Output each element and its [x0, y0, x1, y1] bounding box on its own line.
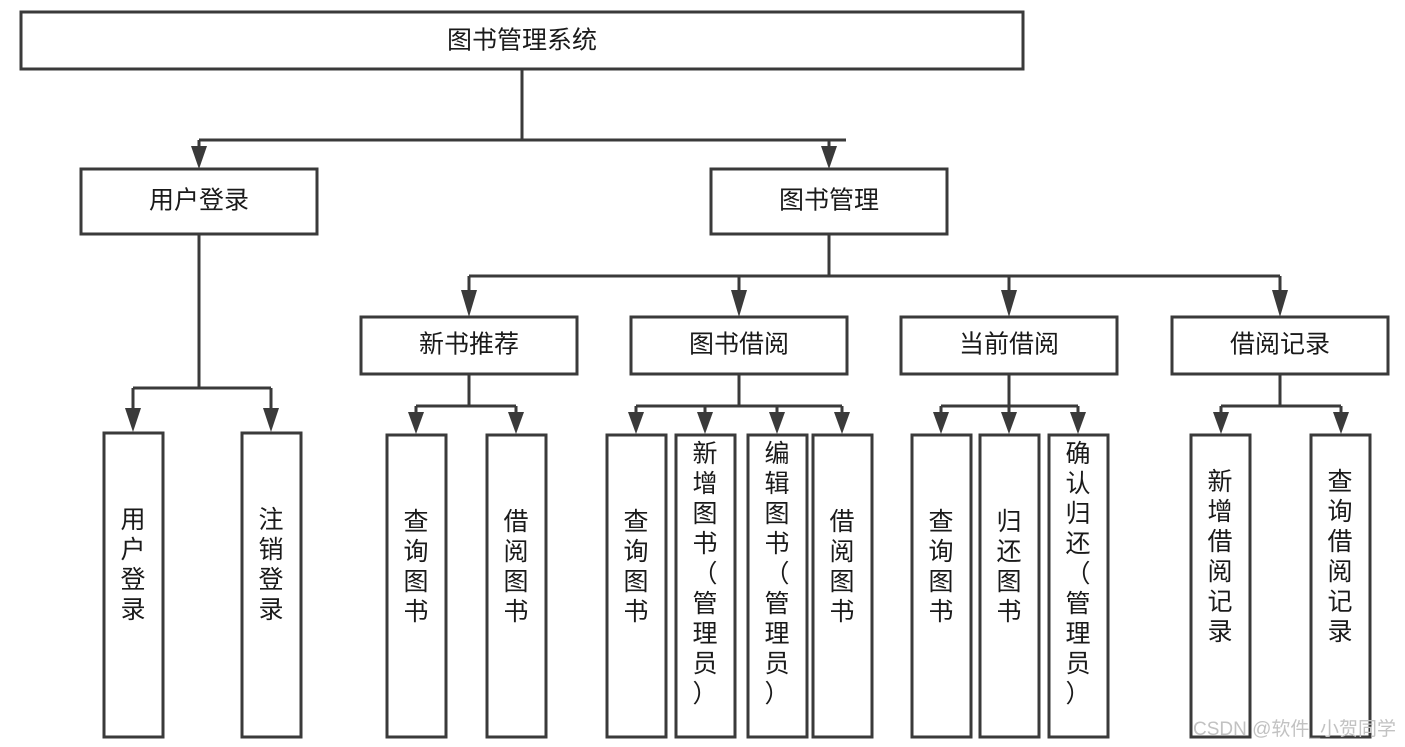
node-label: 借阅记录 — [1230, 331, 1330, 359]
node-leaf-return-book[interactable]: 归还图书 — [978, 433, 1041, 739]
arrow-head-icon — [1333, 412, 1349, 434]
connector-root-to-level2 — [191, 69, 846, 169]
node-book-borrow[interactable]: 图书借阅 — [629, 315, 849, 376]
arrow-head-icon — [1001, 412, 1017, 434]
node-label: 图书借阅 — [689, 331, 789, 359]
node-label: 新书推荐 — [419, 331, 519, 359]
connector-userlogin-to-leaves — [125, 234, 279, 432]
node-current-borrow[interactable]: 当前借阅 — [899, 315, 1119, 376]
connector-newbook-to-leaves — [408, 374, 524, 434]
arrow-head-icon — [1070, 412, 1086, 434]
node-label: 归还图书 — [996, 508, 1021, 626]
arrow-head-icon — [263, 408, 279, 432]
node-label: 图书管理系统 — [447, 27, 597, 55]
arrow-head-icon — [769, 412, 785, 434]
arrow-head-icon — [821, 146, 837, 169]
arrow-head-icon — [628, 412, 644, 434]
node-label: 注销登录 — [258, 506, 283, 624]
arrow-head-icon — [1272, 290, 1288, 317]
node-label: 查询图书 — [623, 508, 648, 626]
node-book-management[interactable]: 图书管理 — [709, 167, 949, 236]
node-leaf-query-book-3[interactable]: 查询图书 — [910, 433, 973, 739]
node-leaf-borrow-book-1[interactable]: 借阅图书 — [485, 433, 548, 739]
node-user-login[interactable]: 用户登录 — [79, 167, 319, 236]
node-leaf-query-record[interactable]: 查询借阅记录 — [1309, 433, 1372, 739]
node-leaf-query-book-1[interactable]: 查询图书 — [385, 433, 448, 739]
arrow-head-icon — [508, 412, 524, 434]
node-label: 用户登录 — [149, 187, 249, 215]
arrow-head-icon — [191, 146, 207, 169]
node-leaf-add-book[interactable]: 新增图书（管理员） — [674, 433, 737, 739]
connector-currentborrow-to-leaves — [933, 374, 1086, 434]
arrow-head-icon — [933, 412, 949, 434]
arrow-head-icon — [697, 412, 713, 434]
node-leaf-edit-book[interactable]: 编辑图书（管理员） — [746, 433, 809, 739]
node-label: 图书管理 — [779, 187, 879, 215]
connector-bookborrow-to-leaves — [628, 374, 850, 434]
node-label: 编辑图书（管理员） — [764, 440, 789, 708]
node-label: 查询图书 — [403, 508, 428, 626]
node-label: 借阅图书 — [829, 508, 854, 626]
arrow-head-icon — [1213, 412, 1229, 434]
arrow-head-icon — [461, 290, 477, 317]
node-new-book-recommend[interactable]: 新书推荐 — [359, 315, 579, 376]
node-label: 借阅图书 — [503, 508, 528, 626]
arrow-head-icon — [408, 412, 424, 434]
node-label: 新增借阅记录 — [1207, 468, 1232, 646]
connector-bookmgmt-to-level3 — [461, 234, 1288, 317]
arrow-head-icon — [834, 412, 850, 434]
node-label: 当前借阅 — [959, 331, 1059, 359]
node-label: 确认归还（管理员） — [1065, 440, 1090, 708]
node-borrow-record[interactable]: 借阅记录 — [1170, 315, 1390, 376]
node-leaf-add-record[interactable]: 新增借阅记录 — [1189, 433, 1252, 739]
arrow-head-icon — [731, 290, 747, 317]
node-leaf-query-book-2[interactable]: 查询图书 — [605, 433, 668, 739]
node-root-book-management-system[interactable]: 图书管理系统 — [19, 10, 1025, 71]
node-label: 查询借阅记录 — [1327, 468, 1352, 646]
arrow-head-icon — [1001, 290, 1017, 317]
node-leaf-logout[interactable]: 注销登录 — [240, 431, 303, 739]
connector-borrowrecord-to-leaves — [1213, 374, 1349, 434]
node-leaf-confirm-return[interactable]: 确认归还（管理员） — [1047, 433, 1110, 739]
node-label: 查询图书 — [928, 508, 953, 626]
node-label: 用户登录 — [120, 506, 145, 624]
node-label: 新增图书（管理员） — [692, 440, 717, 708]
node-leaf-user-login[interactable]: 用户登录 — [102, 431, 165, 739]
arrow-head-icon — [125, 408, 141, 432]
node-leaf-borrow-book-2[interactable]: 借阅图书 — [811, 433, 874, 739]
csdn-watermark: CSDN @软件_小贺同学 — [1193, 718, 1396, 740]
